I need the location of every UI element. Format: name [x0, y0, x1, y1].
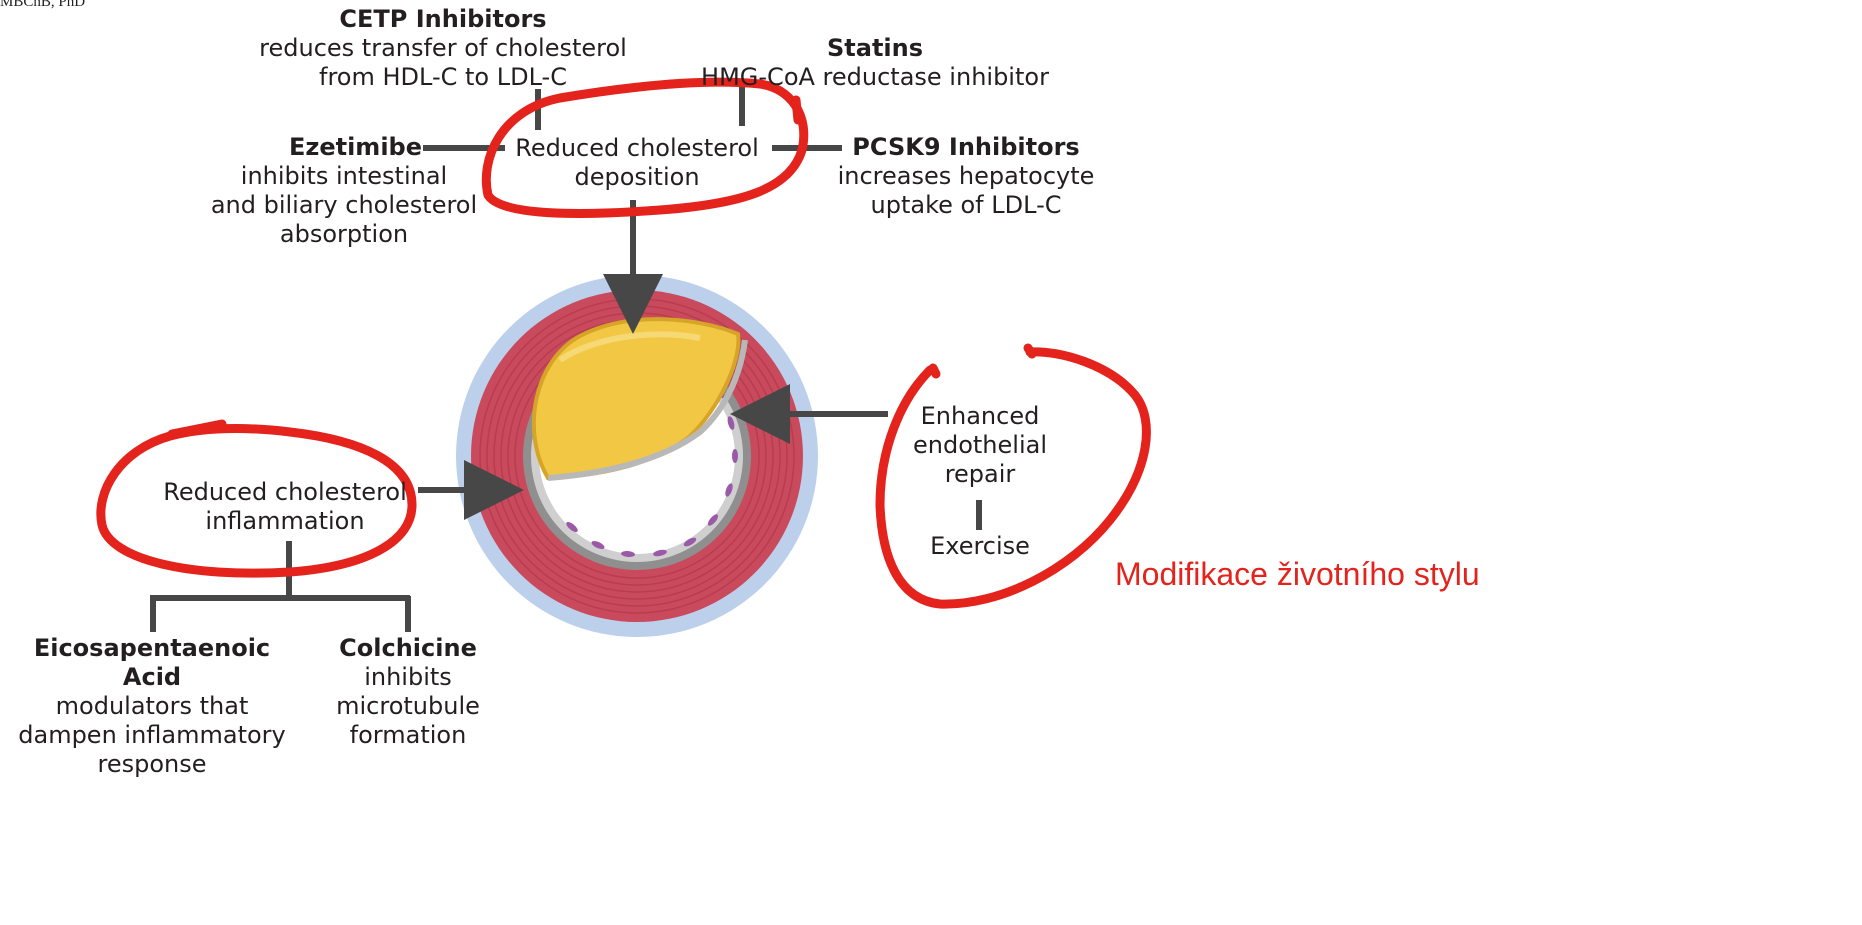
epa-desc-line2: dampen inflammatory — [2, 721, 302, 750]
cetp-desc-line2: from HDL-C to LDL-C — [258, 63, 628, 92]
colchicine-desc-line3: formation — [318, 721, 498, 750]
ezetimibe-title: Ezetimibe — [204, 133, 484, 162]
reduced-deposition-label: Reduced cholesterol deposition — [502, 134, 772, 192]
endothelial-line3: repair — [895, 460, 1065, 489]
reduced-deposition-line2: deposition — [502, 163, 772, 192]
circle-deposition-tick — [796, 100, 798, 120]
reduced-inflammation-line2: inflammation — [150, 507, 420, 536]
reduced-deposition-line1: Reduced cholesterol — [502, 134, 772, 163]
pcsk9-inhibitors-label: PCSK9 Inhibitors increases hepatocyte up… — [836, 133, 1096, 220]
artery-cross-section — [456, 275, 818, 637]
epa-title-line2: Acid — [2, 663, 302, 692]
statins-title: Statins — [690, 34, 1060, 63]
cetp-inhibitors-label: CETP Inhibitors reduces transfer of chol… — [258, 5, 628, 92]
ezetimibe-desc-line1: inhibits intestinal — [204, 162, 484, 191]
pcsk9-desc-line2: uptake of LDL-C — [836, 191, 1096, 220]
epa-title-line1: Eicosapentaenoic — [2, 634, 302, 663]
cetp-desc-line1: reduces transfer of cholesterol — [258, 34, 628, 63]
reduced-inflammation-label: Reduced cholesterol inflammation — [150, 478, 420, 536]
epa-desc-line1: modulators that — [2, 692, 302, 721]
circle-endothelial-tick-2 — [933, 368, 936, 374]
endothelial-line2: endothelial — [895, 431, 1065, 460]
colchicine-label: Colchicine inhibits microtubule formatio… — [318, 634, 498, 750]
ezetimibe-label: Ezetimibe inhibits intestinal and biliar… — [204, 133, 484, 249]
ezetimibe-desc-line3: absorption — [204, 220, 484, 249]
statins-desc-line1: HMG-CoA reductase inhibitor — [690, 63, 1060, 92]
colchicine-title: Colchicine — [318, 634, 498, 663]
lifestyle-modification-annotation: Modifikace životního stylu — [1115, 556, 1480, 593]
enhanced-endothelial-repair-label: Enhanced endothelial repair — [895, 402, 1065, 489]
pcsk9-desc-line1: increases hepatocyte — [836, 162, 1096, 191]
colchicine-desc-line2: microtubule — [318, 692, 498, 721]
reduced-inflammation-line1: Reduced cholesterol — [150, 478, 420, 507]
exercise-label: Exercise — [900, 532, 1060, 561]
pcsk9-title: PCSK9 Inhibitors — [836, 133, 1096, 162]
endothelial-line1: Enhanced — [895, 402, 1065, 431]
colchicine-desc-line1: inhibits — [318, 663, 498, 692]
circle-endothelial-tick — [1028, 348, 1032, 354]
eicosapentaenoic-acid-label: Eicosapentaenoic Acid modulators that da… — [2, 634, 302, 779]
ezetimibe-desc-line2: and biliary cholesterol — [204, 191, 484, 220]
statins-label: Statins HMG-CoA reductase inhibitor — [690, 34, 1060, 92]
epa-desc-line3: response — [2, 750, 302, 779]
cetp-title: CETP Inhibitors — [258, 5, 628, 34]
